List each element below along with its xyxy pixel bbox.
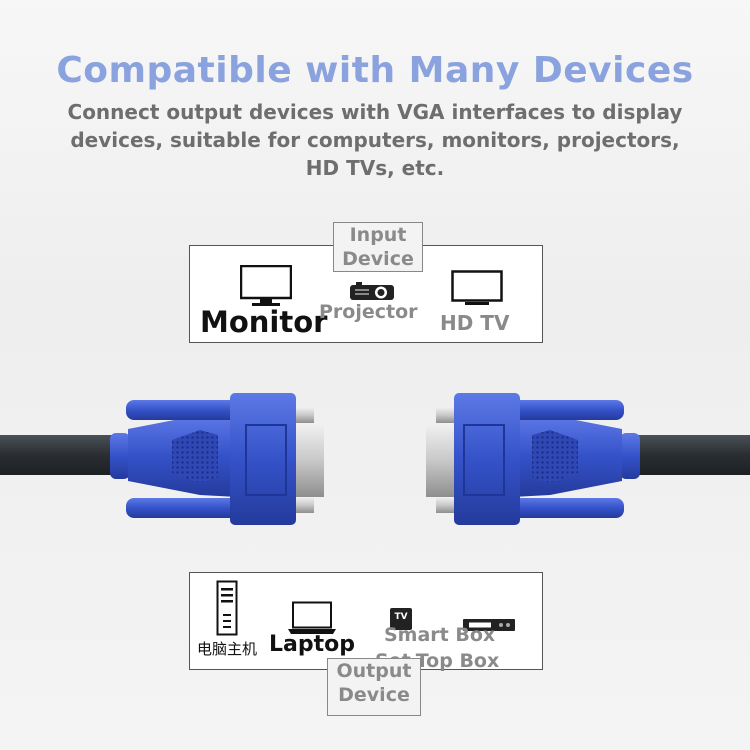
input-device-tag: Input Device — [333, 222, 423, 272]
projector-icon — [350, 282, 394, 300]
desktop-pc-label: 电脑主机 — [197, 640, 258, 658]
hd-tv-icon — [451, 270, 503, 305]
left-vga-connector — [110, 393, 324, 525]
tv-box-icon-text: TV — [394, 612, 408, 622]
monitor-icon — [240, 265, 292, 306]
laptop-label: Laptop — [269, 632, 355, 657]
monitor-label: Monitor — [200, 305, 328, 339]
projector-label: Projector — [319, 301, 418, 323]
page-title: Compatible with Many Devices — [56, 50, 694, 91]
desktop-pc-icon — [216, 580, 238, 636]
laptop-icon — [288, 601, 336, 634]
right-vga-connector — [426, 393, 640, 525]
page-subtitle: Connect output devices with VGA interfac… — [67, 100, 683, 180]
hd-tv-label: HD TV — [440, 311, 510, 335]
set-top-box-icon — [463, 619, 515, 631]
smart-box-label: Smart Box — [384, 624, 496, 646]
tv-box-icon: TV — [390, 608, 412, 630]
vga-cable-illustration — [0, 393, 750, 525]
output-device-tag: Output Device — [327, 658, 421, 716]
